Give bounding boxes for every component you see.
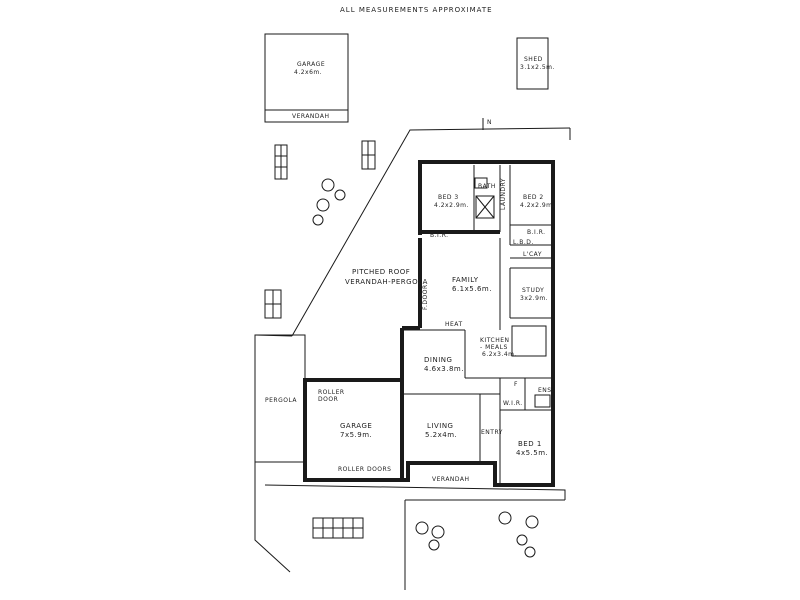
shed-name: SHED	[524, 56, 543, 63]
dining-size: 4.6x3.8m.	[424, 365, 464, 373]
trellis-4	[312, 517, 364, 539]
bir-1-label: B.I.R.	[430, 232, 449, 239]
bed2-name: BED 2	[523, 194, 544, 201]
kitchen-line1: KITCHEN	[480, 337, 510, 344]
pitched-roof-line2: VERANDAH-PERGOLA	[345, 278, 428, 286]
living-name: LIVING	[427, 422, 453, 430]
front-door-label: F.DOOR	[422, 284, 429, 310]
plant-cluster-1	[312, 178, 346, 226]
shed-size: 3.1x2.5m.	[520, 64, 555, 71]
pergola-label: PERGOLA	[265, 397, 297, 404]
rear-garage-name: GARAGE	[297, 61, 325, 68]
heat-label: HEAT	[445, 321, 463, 328]
family-name: FAMILY	[452, 276, 479, 284]
trellis-1	[274, 144, 288, 180]
bed3-size: 4.2x2.9m.	[434, 202, 469, 209]
bath-fixture	[475, 195, 495, 219]
garage-name: GARAGE	[340, 422, 372, 430]
trellis-2	[361, 140, 376, 170]
study-name: STUDY	[522, 287, 544, 294]
measurements-note: ALL MEASUREMENTS APPROXIMATE	[340, 6, 493, 14]
living-size: 5.2x4m.	[425, 431, 457, 439]
lcay-label: L'CAY	[523, 251, 542, 258]
trellis-3	[264, 289, 282, 319]
f-label: F	[514, 381, 518, 388]
study-size: 3x2.9m.	[520, 295, 548, 302]
family-size: 6.1x5.6m.	[452, 285, 492, 293]
rear-verandah-outline	[264, 109, 349, 123]
bed1-size: 4x5.5m.	[516, 449, 548, 457]
garage-size: 7x5.9m.	[340, 431, 372, 439]
lbd-label: L.B.D.	[513, 239, 534, 246]
bath-label: BATH	[478, 183, 496, 190]
rear-garage-size: 4.2x6m.	[294, 69, 322, 76]
bed1-name: BED 1	[518, 440, 542, 448]
laundry-label: LAUNDRY	[500, 178, 507, 210]
ensuite-label: ENS.	[538, 387, 554, 394]
front-verandah-label: VERANDAH	[432, 476, 470, 483]
roller-door-line2: DOOR	[318, 396, 338, 403]
dining-name: DINING	[424, 356, 452, 364]
bir-2-label: B.I.R.	[527, 229, 546, 236]
roller-door-line1: ROLLER	[318, 389, 345, 396]
wir-label: W.I.R.	[503, 400, 523, 407]
plant-cluster-2	[415, 521, 445, 551]
shed-outline	[516, 37, 549, 90]
house-outline	[303, 160, 555, 487]
bed2-size: 4.2x2.9m.	[520, 202, 555, 209]
kitchen-line2: - MEALS	[480, 344, 508, 351]
plant-cluster-3	[498, 511, 539, 558]
kitchen-bench	[511, 325, 547, 357]
roller-doors-label: ROLLER DOORS	[338, 466, 392, 473]
entry-label: ENTRY	[481, 429, 503, 436]
rear-verandah-label: VERANDAH	[292, 113, 330, 120]
boundary-line	[291, 127, 571, 337]
side-boundary	[254, 335, 291, 573]
bed3-name: BED 3	[438, 194, 459, 201]
pitched-roof-line1: PITCHED ROOF	[352, 268, 410, 276]
north-label: N	[487, 119, 492, 126]
kitchen-size: 6.2x3.4m.	[482, 351, 517, 358]
